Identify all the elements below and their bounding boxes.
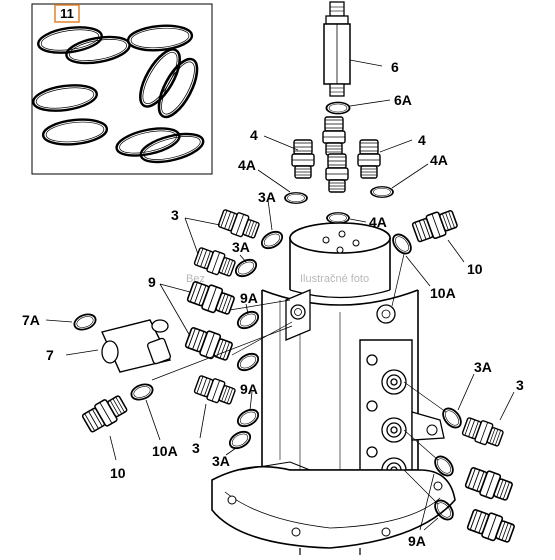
label-9A-upper: 9A — [240, 290, 258, 306]
label-3-left: 3 — [171, 207, 179, 223]
swivel-body — [211, 222, 456, 555]
label-3-right: 3 — [516, 377, 524, 393]
label-10-bottom: 10 — [110, 465, 126, 481]
label-7: 7 — [46, 347, 54, 363]
label-11: 11 — [60, 6, 74, 21]
label-10-right: 10 — [467, 261, 483, 277]
label-3A-bottom: 3A — [212, 453, 230, 469]
label-4A-right: 4A — [430, 152, 448, 168]
label-4A-left: 4A — [238, 157, 256, 173]
part-7-tee — [101, 319, 172, 373]
label-10A-right: 10A — [430, 285, 456, 301]
label-3A-top: 3A — [258, 189, 276, 205]
label-4A-bottom: 4A — [369, 214, 387, 230]
label-9A-bottom-right: 9A — [408, 533, 426, 549]
label-6: 6 — [391, 59, 399, 75]
watermark-2: Ilustračné foto — [300, 273, 369, 285]
label-6A: 6A — [394, 92, 412, 108]
label-4-left: 4 — [250, 127, 258, 143]
label-10A-bottom: 10A — [152, 443, 178, 459]
label-9: 9 — [148, 274, 156, 290]
label-3-bottom: 3 — [192, 440, 200, 456]
label-7A: 7A — [22, 312, 40, 328]
watermark: Bez — [186, 273, 205, 285]
label-9A-lower: 9A — [240, 381, 258, 397]
label-3A-mid: 3A — [232, 239, 250, 255]
part-6-rod — [323, 1, 351, 97]
seal-kit-inset: 11 — [30, 3, 213, 175]
label-4-right: 4 — [418, 132, 426, 148]
part-4-fittings — [291, 116, 381, 193]
label-3A-right: 3A — [474, 359, 492, 375]
